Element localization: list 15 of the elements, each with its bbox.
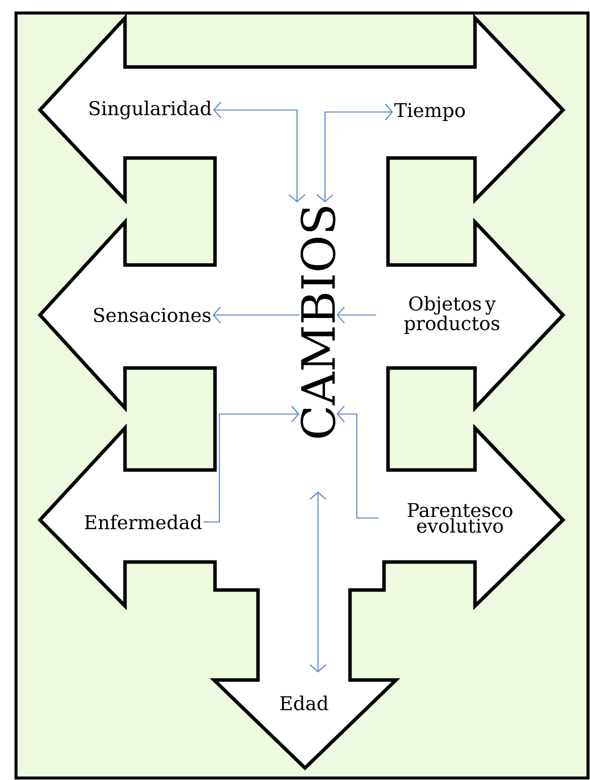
connector-arrow xyxy=(336,406,379,519)
arrow-label: Singularidad xyxy=(90,100,212,120)
connector-arrow xyxy=(316,104,393,202)
connector-arrow xyxy=(310,492,326,672)
arrow-label: Parentesco evolutivo xyxy=(408,503,512,533)
connector-arrow xyxy=(336,306,376,324)
connector-arrow xyxy=(203,406,300,523)
connector-arrow xyxy=(212,306,300,324)
connector-arrow xyxy=(213,102,306,202)
arrow-label: Sensaciones xyxy=(94,308,210,322)
arrow-label: Tiempo xyxy=(394,103,465,121)
vertical-title: CAMBIOS xyxy=(300,207,336,438)
arrow-label: Objetos y productos xyxy=(404,296,500,334)
arrow-label: Edad xyxy=(280,696,328,710)
arrow-label: Enfermedad xyxy=(84,514,202,530)
